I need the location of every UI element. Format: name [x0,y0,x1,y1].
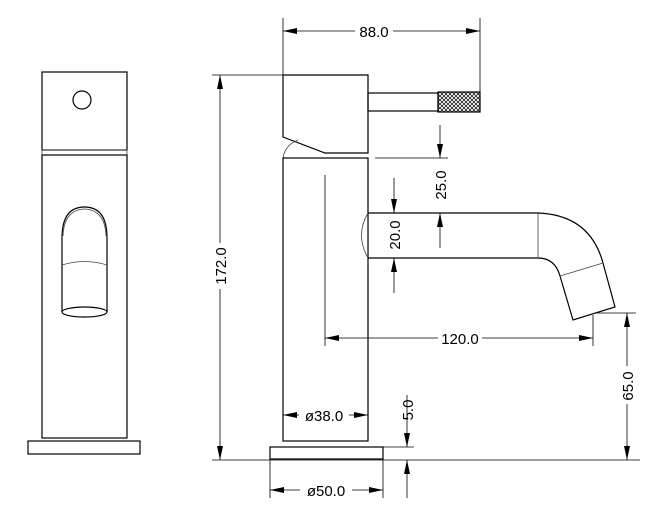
label-total-height: 172.0 [213,247,230,285]
label-lever-to-spout: 25.0 [433,170,450,199]
label-base-thickness: 5.0 [400,400,417,421]
front-body [41,154,128,439]
side-lever-knurled-grip [437,91,481,113]
dimension-lever-to-spout: 25.0 [375,125,450,248]
front-base [27,440,141,455]
side-view [269,74,616,460]
label-base-diameter: ø50.0 [307,483,345,500]
dimension-spout-diameter: 20.0 [387,178,404,293]
front-view [27,71,141,455]
side-body [282,157,369,442]
front-handle-block [41,71,128,151]
dimension-base-thickness: 5.0 [383,395,417,498]
dimension-total-height: 172.0 [212,74,640,461]
dimension-spout-reach: 120.0 [324,175,594,348]
front-spout-outlet [61,306,108,318]
front-handle-hole [72,90,92,110]
label-total-width: 88.0 [359,24,388,41]
dimension-base-diameter: ø50.0 [269,460,384,500]
dimension-total-width: 88.0 [282,18,481,92]
dimension-body-diameter: ø38.0 [283,407,368,425]
side-handle-block [282,74,369,154]
side-spout [368,212,616,321]
front-spout [61,206,108,312]
side-lever-rod [367,92,439,112]
front-collar [41,149,128,156]
label-spout-height: 65.0 [620,371,637,400]
label-spout-reach: 120.0 [441,331,479,348]
dimensions: 88.0 172.0 25.0 20.0 [212,18,640,500]
side-base [269,446,384,460]
label-body-diameter: ø38.0 [305,408,343,425]
dimension-spout-height: 65.0 [597,312,637,460]
label-spout-diameter: 20.0 [387,220,404,249]
